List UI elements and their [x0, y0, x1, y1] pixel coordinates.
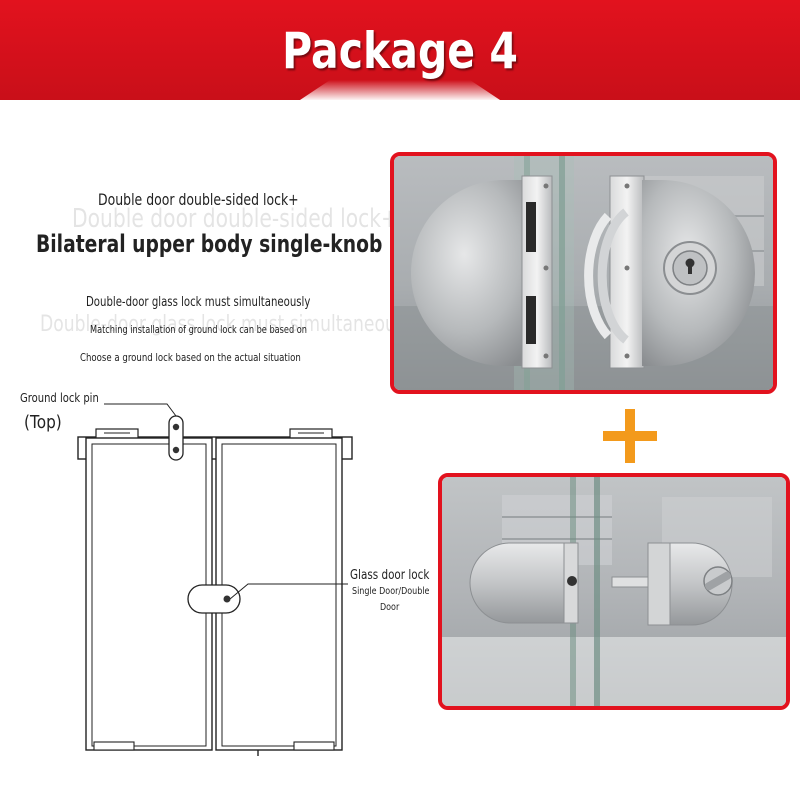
- glass-door-lock-outline: [187, 584, 241, 614]
- glass-door-lock-type: Single Door/Double: [352, 586, 430, 597]
- double-sided-glass-door-lock-photo-icon: [394, 156, 773, 390]
- description-line: Choose a ground lock based on the actual…: [80, 351, 301, 364]
- ghost-text: Double door double-sided lock+: [72, 204, 399, 234]
- description-line: Matching installation of ground lock can…: [90, 324, 307, 336]
- glass-door-lock-type: Door: [380, 602, 400, 613]
- door-diagram: [77, 403, 353, 756]
- banner-background: [0, 0, 800, 100]
- ground-lock-pin-position: (Top): [24, 412, 62, 433]
- header-banner: Package 4: [0, 0, 800, 100]
- subheadline: Bilateral upper body single-knob bolt: [36, 230, 431, 258]
- ghost-text: Double-door glass lock must simultaneous…: [40, 312, 420, 337]
- knob-bolt-lock-photo: [438, 473, 790, 710]
- description-line: Double-door glass lock must simultaneous…: [86, 295, 311, 310]
- page-title: Package 4: [282, 22, 518, 80]
- ground-lock-pin-label: Ground lock pin: [20, 390, 99, 405]
- headline: Double door double-sided lock+: [98, 190, 299, 209]
- double-sided-lock-photo: [390, 152, 777, 394]
- single-knob-bolt-lock-photo-icon: [442, 477, 786, 706]
- ground-lock-pin: [168, 415, 184, 461]
- plus-icon: [603, 409, 657, 463]
- glass-door-lock-label: Glass door lock: [350, 568, 430, 583]
